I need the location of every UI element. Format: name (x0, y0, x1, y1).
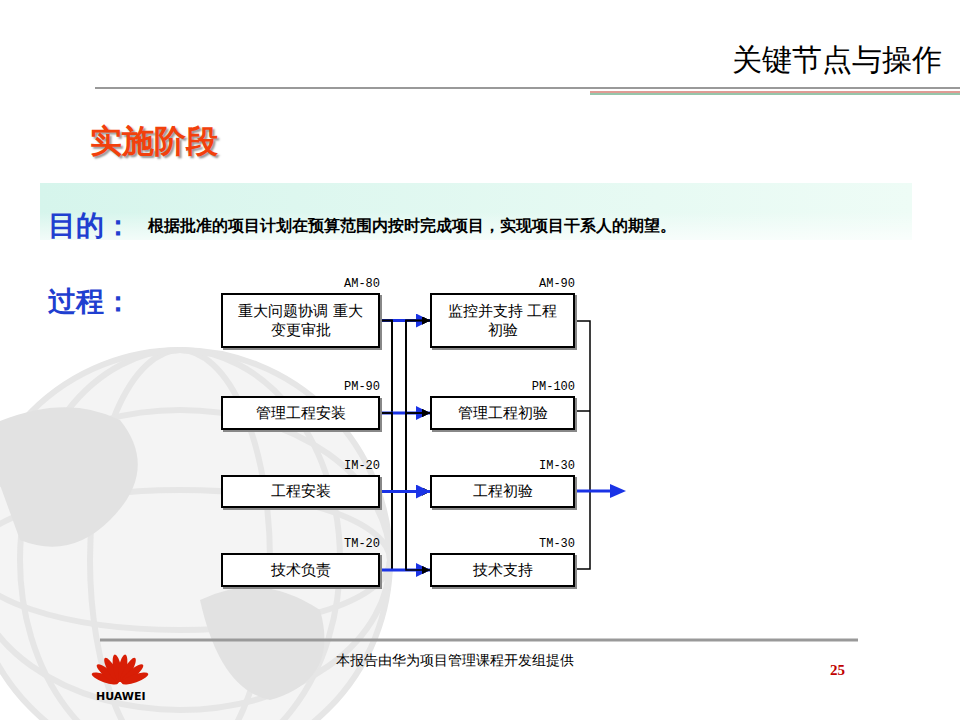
footer-note: 本报告由华为项目管理课程开发组提供 (336, 652, 574, 670)
process-node: AM-90监控并支持 工程初验 (430, 293, 575, 348)
title-rule (95, 87, 960, 89)
flow-connector (380, 321, 430, 571)
flow-connector (380, 413, 430, 570)
process-box: 工程初验 (430, 475, 575, 508)
logo-wordmark: HUAWEI (96, 690, 146, 703)
process-node: PM-90管理工程安装 (221, 396, 380, 430)
node-code: TM-30 (539, 537, 575, 551)
process-node: IM-30工程初验 (430, 475, 575, 508)
node-code: TM-20 (344, 537, 380, 551)
section-heading: 实施阶段 (90, 120, 218, 164)
process-label: 过程： (48, 283, 132, 321)
globe-watermark (0, 350, 390, 720)
box-text: 监控并支持 工程初验 (442, 302, 563, 340)
flow-connector (380, 490, 430, 493)
logo-petal (121, 670, 150, 687)
box-text: 工程安装 (271, 482, 331, 501)
flow-connector (380, 492, 430, 571)
node-code: AM-80 (344, 277, 380, 291)
flow-connector (380, 321, 430, 492)
flow-connector (380, 321, 430, 492)
process-node: AM-80重大问题协调 重大变更审批 (221, 293, 380, 348)
box-text: 管理工程安装 (256, 404, 346, 423)
box-text: 技术负责 (271, 561, 331, 580)
purpose-band (40, 183, 912, 240)
flow-connector (380, 413, 430, 492)
process-box: 管理工程安装 (221, 396, 380, 430)
flow-connector (380, 492, 430, 571)
node-code: PM-90 (344, 380, 380, 394)
node-code: PM-100 (532, 380, 575, 394)
process-node: TM-20技术负责 (221, 553, 380, 587)
page-title: 关键节点与操作 (732, 40, 942, 81)
process-box: 管理工程初验 (430, 396, 575, 430)
flow-connector (380, 321, 430, 492)
purpose-band-fade (40, 212, 912, 240)
node-code: IM-20 (344, 459, 380, 473)
footer-rule (100, 639, 858, 642)
title-accent-rule (590, 92, 960, 93)
box-text: 重大问题协调 重大变更审批 (233, 302, 368, 340)
process-box: 监控并支持 工程初验 (430, 293, 575, 348)
process-box: 技术支持 (430, 553, 575, 587)
process-box: 重大问题协调 重大变更审批 (221, 293, 380, 348)
purpose-text: 根据批准的项目计划在预算范围内按时完成项目，实现项目干系人的期望。 (148, 216, 676, 237)
flow-connector (380, 321, 430, 492)
purpose-label: 目的： (48, 207, 132, 245)
page-number: 25 (830, 662, 845, 679)
process-box: 工程安装 (221, 475, 380, 508)
process-box: 技术负责 (221, 553, 380, 587)
box-text: 技术支持 (473, 561, 533, 580)
process-node: IM-20工程安装 (221, 475, 380, 508)
flow-connector (380, 321, 430, 571)
box-text: 管理工程初验 (458, 404, 548, 423)
flow-connector (380, 413, 430, 492)
node-code: AM-90 (539, 277, 575, 291)
huawei-logo (90, 654, 149, 687)
box-text: 工程初验 (473, 482, 533, 501)
node-code: IM-30 (539, 459, 575, 473)
flow-connector (380, 413, 430, 570)
process-node: PM-100管理工程初验 (430, 396, 575, 430)
title-accent-rule (590, 94, 960, 95)
output-arrow (577, 484, 626, 498)
output-bus (577, 321, 590, 569)
process-node: TM-30技术支持 (430, 553, 575, 587)
